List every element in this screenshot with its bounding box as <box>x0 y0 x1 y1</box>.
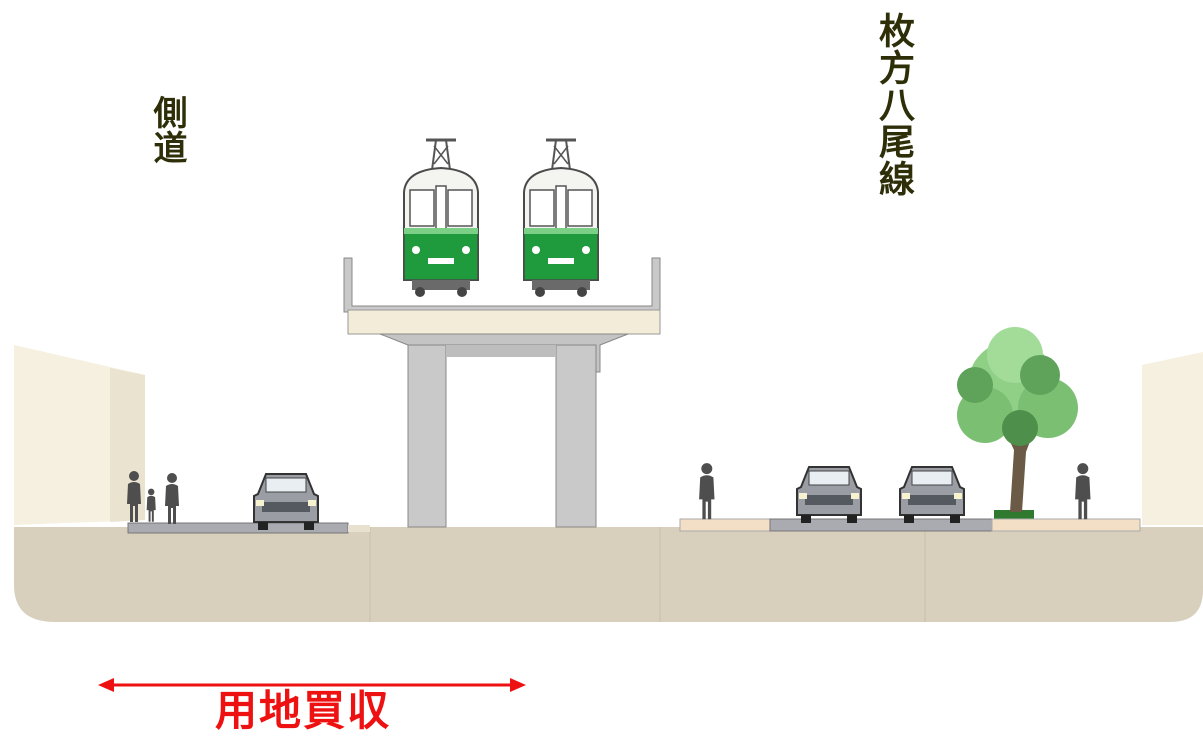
pedestrian-right-sidewalk-icon <box>1075 463 1091 520</box>
sidewalk-left <box>679 518 771 532</box>
train-left-icon <box>402 138 480 299</box>
side-road-label: 側道 <box>147 95 187 165</box>
ground <box>14 527 1203 622</box>
viaduct-pier-right-icon <box>555 344 597 528</box>
viaduct-pier-left-icon <box>407 344 447 528</box>
planter <box>994 510 1034 520</box>
car-side-road-icon <box>253 473 319 531</box>
viaduct-deck <box>347 309 661 335</box>
side-road <box>127 522 349 534</box>
sidewalk-right <box>991 518 1141 532</box>
tree-icon <box>957 327 1078 512</box>
car-main-road-left-icon <box>796 466 862 524</box>
main-road-name-label: 枚方八尾線 <box>873 12 914 197</box>
land-acquisition-double-arrow-icon <box>98 678 526 692</box>
train-right-icon <box>522 138 600 299</box>
land-acquisition-label: 用地買収 <box>215 686 392 735</box>
pedestrian-left-sidewalk-icon <box>699 463 715 520</box>
building-right-icon <box>1142 352 1203 525</box>
car-main-road-right-icon <box>899 466 965 524</box>
viaduct <box>343 257 661 528</box>
